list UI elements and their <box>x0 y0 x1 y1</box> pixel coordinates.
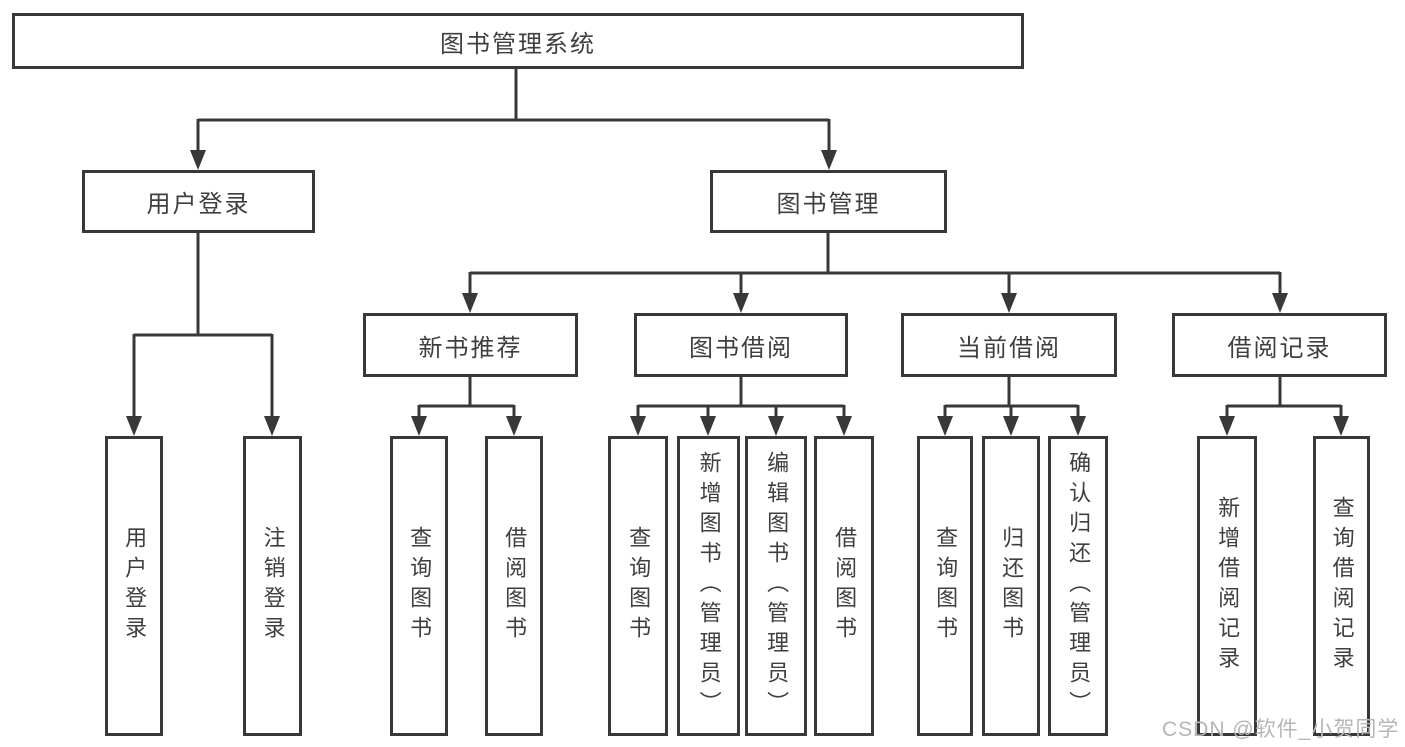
node-book-management: 图书管理 <box>710 170 947 233</box>
leaf-return-book-label: 归还图书 <box>999 526 1025 646</box>
arrow-icon <box>126 416 142 436</box>
arrow-icon <box>768 416 784 436</box>
arrow-icon <box>733 293 749 313</box>
leaf-edit-book-admin-label: 编辑图书（管理员） <box>764 451 790 721</box>
node-new-book-recommendation: 新书推荐 <box>363 313 578 377</box>
leaf-add-book-admin-label: 新增图书（管理员） <box>696 451 722 721</box>
arrow-icon <box>264 416 280 436</box>
node-borrowing-records: 借阅记录 <box>1172 313 1387 377</box>
arrow-icon <box>630 416 646 436</box>
node-book-borrowing-label: 图书借阅 <box>689 334 793 362</box>
leaf-user-login: 用户登录 <box>105 436 163 736</box>
leaf-query-books-borrowing-label: 查询图书 <box>626 526 652 646</box>
arrow-icon <box>1272 293 1288 313</box>
node-book-borrowing: 图书借阅 <box>634 313 848 377</box>
leaf-edit-book-admin: 编辑图书（管理员） <box>745 436 807 736</box>
arrow-icon <box>411 416 427 436</box>
leaf-add-borrow-record-label: 新增借阅记录 <box>1215 496 1241 676</box>
node-current-borrowing-label: 当前借阅 <box>957 334 1061 362</box>
arrow-icon <box>937 416 953 436</box>
leaf-confirm-return-admin-label: 确认归还（管理员） <box>1066 451 1092 721</box>
node-new-book-recommendation-label: 新书推荐 <box>418 334 523 362</box>
arrow-icon <box>506 416 522 436</box>
arrow-icon <box>1070 416 1086 436</box>
leaf-user-login-label: 用户登录 <box>122 526 148 646</box>
leaf-confirm-return-admin: 确认归还（管理员） <box>1048 436 1108 736</box>
csdn-watermark: CSDN @软件_小贺同学 <box>1162 718 1400 741</box>
leaf-query-borrow-record: 查询借阅记录 <box>1313 436 1370 736</box>
node-root-label: 图书管理系统 <box>440 30 596 58</box>
arrow-icon <box>821 150 837 170</box>
leaf-logout: 注销登录 <box>243 436 302 736</box>
leaf-borrow-books-borrowing: 借阅图书 <box>814 436 874 736</box>
arrow-icon <box>1003 416 1019 436</box>
leaf-borrow-books-recommend-label: 借阅图书 <box>502 526 528 646</box>
node-user-login: 用户登录 <box>82 170 315 233</box>
node-book-management-label: 图书管理 <box>776 191 881 218</box>
arrow-icon <box>190 150 206 170</box>
leaf-query-books-current-label: 查询图书 <box>933 526 959 646</box>
arrow-icon <box>1333 416 1349 436</box>
node-current-borrowing: 当前借阅 <box>901 313 1117 377</box>
arrow-icon <box>1219 416 1235 436</box>
leaf-return-book: 归还图书 <box>982 436 1040 736</box>
arrow-icon <box>700 416 716 436</box>
node-user-login-label: 用户登录 <box>146 191 251 218</box>
leaf-query-books-recommend: 查询图书 <box>390 436 448 736</box>
leaf-borrow-books-borrowing-label: 借阅图书 <box>832 526 858 646</box>
arrow-icon <box>1001 293 1017 313</box>
leaf-logout-label: 注销登录 <box>260 526 286 646</box>
arrow-icon <box>836 416 852 436</box>
leaf-query-books-borrowing: 查询图书 <box>608 436 668 736</box>
node-root: 图书管理系统 <box>12 13 1024 69</box>
leaf-add-book-admin: 新增图书（管理员） <box>677 436 740 736</box>
arrowheads <box>126 150 1349 436</box>
leaf-borrow-books-recommend: 借阅图书 <box>485 436 543 736</box>
node-borrowing-records-label: 借阅记录 <box>1227 334 1332 362</box>
leaf-query-books-recommend-label: 查询图书 <box>407 526 433 646</box>
leaf-add-borrow-record: 新增借阅记录 <box>1197 436 1257 736</box>
leaf-query-books-current: 查询图书 <box>917 436 973 736</box>
leaf-query-borrow-record-label: 查询借阅记录 <box>1329 496 1355 676</box>
arrow-icon <box>462 293 478 313</box>
